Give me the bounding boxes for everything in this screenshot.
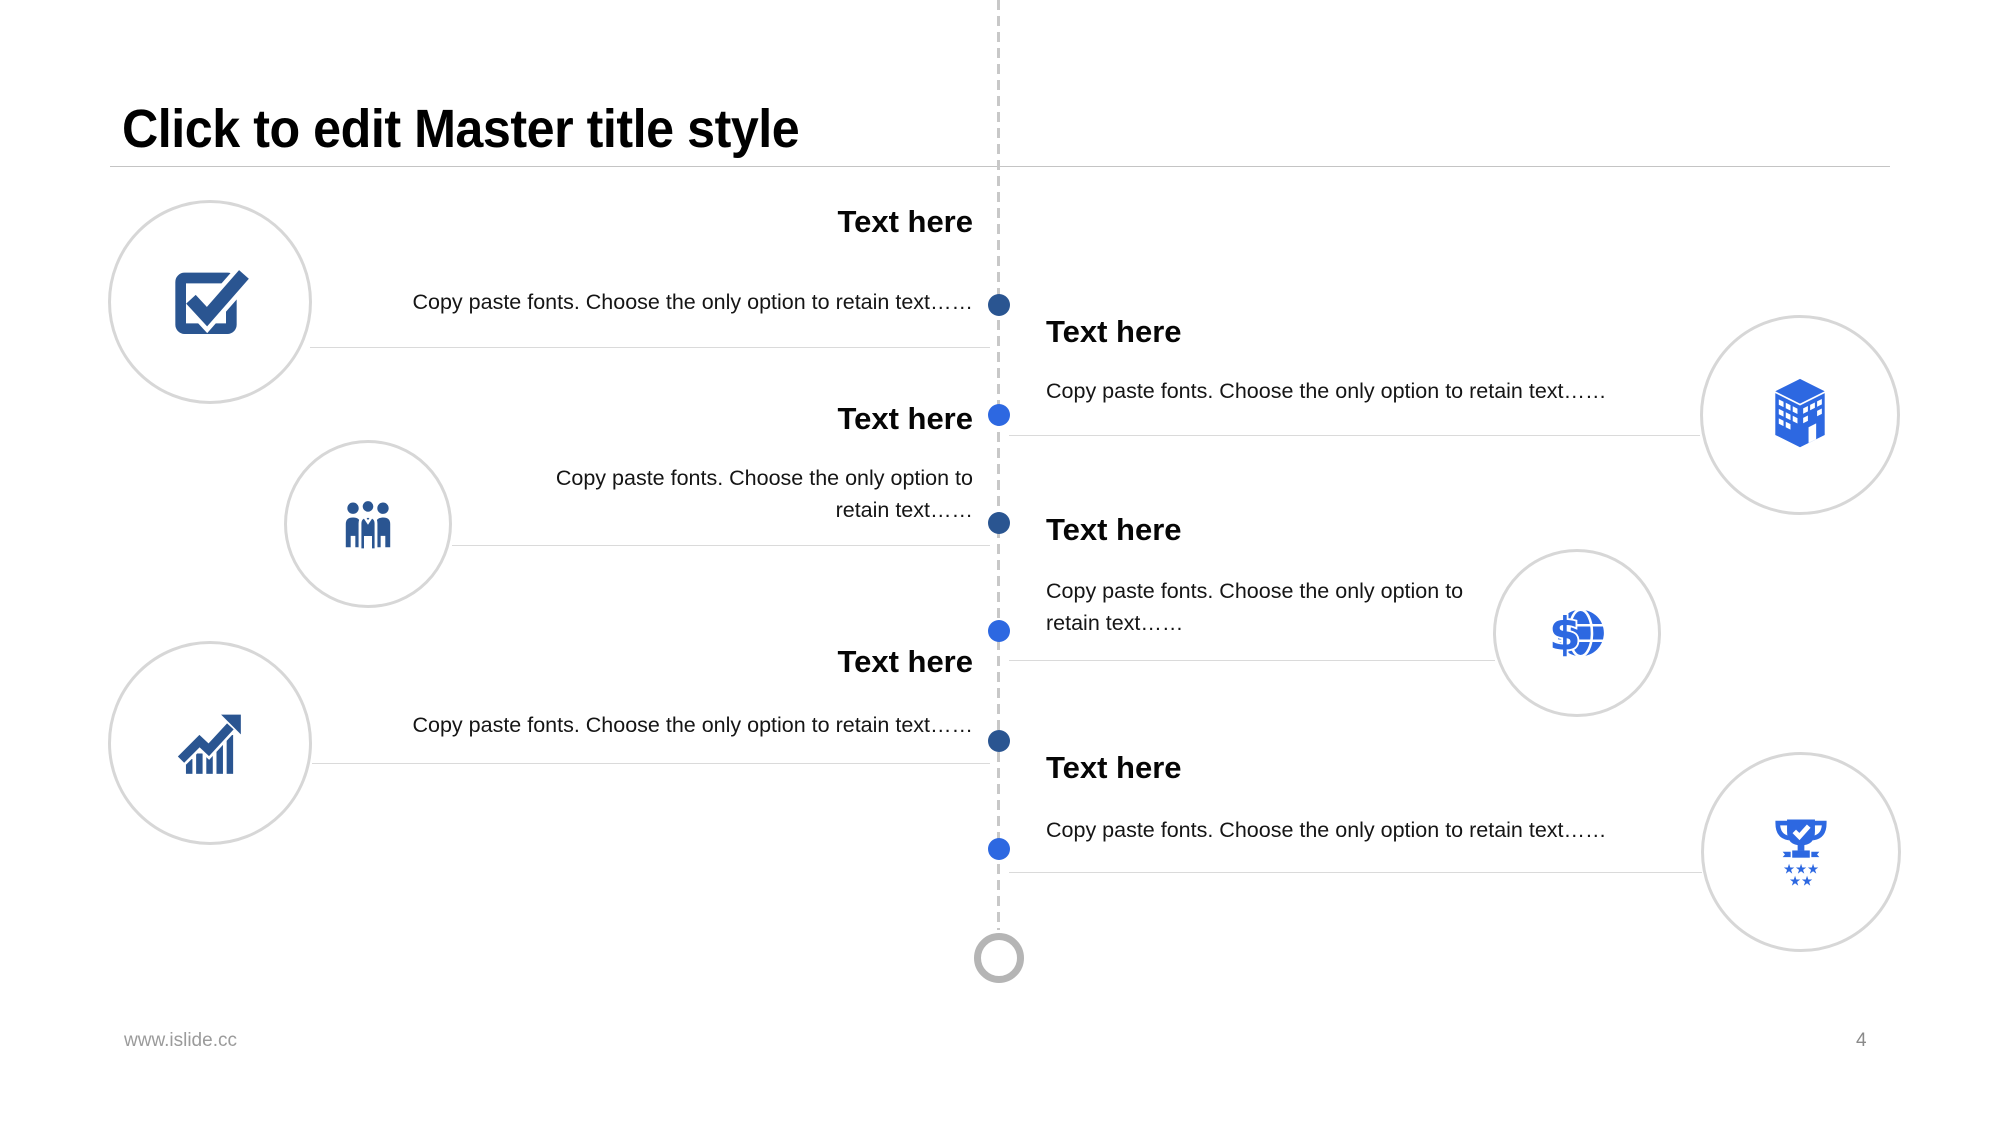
text-block-right-2[interactable]: Text here Copy paste fonts. Choose the o… bbox=[1046, 511, 1516, 639]
icon-badge-1 bbox=[108, 200, 312, 404]
check-square-icon bbox=[175, 270, 249, 334]
footer-site-url: www.islide.cc bbox=[124, 1030, 237, 1051]
block-heading: Text here bbox=[837, 401, 973, 436]
growth-chart-icon bbox=[176, 714, 241, 774]
connector-line bbox=[312, 763, 990, 764]
block-heading: Text here bbox=[1046, 314, 1182, 349]
building-icon bbox=[1775, 378, 1825, 448]
slide-title[interactable]: Click to edit Master title style bbox=[122, 99, 800, 159]
connector-line bbox=[310, 347, 990, 348]
icon-badge-4 bbox=[1700, 315, 1900, 515]
block-body: Copy paste fonts. Choose the only option… bbox=[555, 466, 973, 522]
block-heading: Text here bbox=[837, 204, 973, 239]
connector-line bbox=[1009, 872, 1702, 873]
text-block-left-3[interactable]: Text here Copy paste fonts. Choose the o… bbox=[293, 643, 973, 741]
text-block-left-1[interactable]: Text here Copy paste fonts. Choose the o… bbox=[293, 203, 973, 318]
timeline-dot bbox=[988, 730, 1010, 752]
timeline-end-ring bbox=[974, 933, 1024, 983]
block-body: Copy paste fonts. Choose the only option… bbox=[1046, 379, 1607, 403]
block-body: Copy paste fonts. Choose the only option… bbox=[412, 713, 973, 737]
svg-text:★★: ★★ bbox=[1789, 874, 1813, 889]
timeline-dot bbox=[988, 294, 1010, 316]
icon-badge-3 bbox=[108, 641, 312, 845]
title-divider bbox=[110, 166, 1890, 167]
text-block-right-1[interactable]: Text here Copy paste fonts. Choose the o… bbox=[1046, 313, 1706, 407]
icon-badge-2 bbox=[284, 440, 452, 608]
icon-badge-6: ★★★ ★★ bbox=[1701, 752, 1901, 952]
connector-line bbox=[452, 545, 990, 546]
connector-line bbox=[1009, 660, 1495, 661]
svg-text:★★★: ★★★ bbox=[1783, 862, 1819, 877]
timeline-dot bbox=[988, 512, 1010, 534]
dollar-globe-icon: $ bbox=[1547, 606, 1604, 662]
team-icon bbox=[345, 498, 391, 552]
text-block-right-3[interactable]: Text here Copy paste fonts. Choose the o… bbox=[1046, 749, 1706, 846]
timeline-dot bbox=[988, 838, 1010, 860]
page-number: 4 bbox=[1856, 1030, 1867, 1051]
block-heading: Text here bbox=[1046, 750, 1182, 785]
block-body: Copy paste fonts. Choose the only option… bbox=[412, 290, 973, 314]
text-block-left-2[interactable]: Text here Copy paste fonts. Choose the o… bbox=[503, 400, 973, 526]
svg-text:$: $ bbox=[1549, 608, 1580, 661]
timeline-dot bbox=[988, 620, 1010, 642]
connector-line bbox=[1009, 435, 1700, 436]
trophy-award-icon: ★★★ ★★ bbox=[1775, 819, 1827, 889]
timeline-dashed-line bbox=[997, 0, 1000, 930]
timeline-dot bbox=[988, 404, 1010, 426]
icon-badge-5: $ bbox=[1493, 549, 1661, 717]
block-heading: Text here bbox=[1046, 512, 1182, 547]
block-heading: Text here bbox=[837, 644, 973, 679]
block-body: Copy paste fonts. Choose the only option… bbox=[1046, 818, 1607, 842]
block-body: Copy paste fonts. Choose the only option… bbox=[1046, 579, 1464, 635]
